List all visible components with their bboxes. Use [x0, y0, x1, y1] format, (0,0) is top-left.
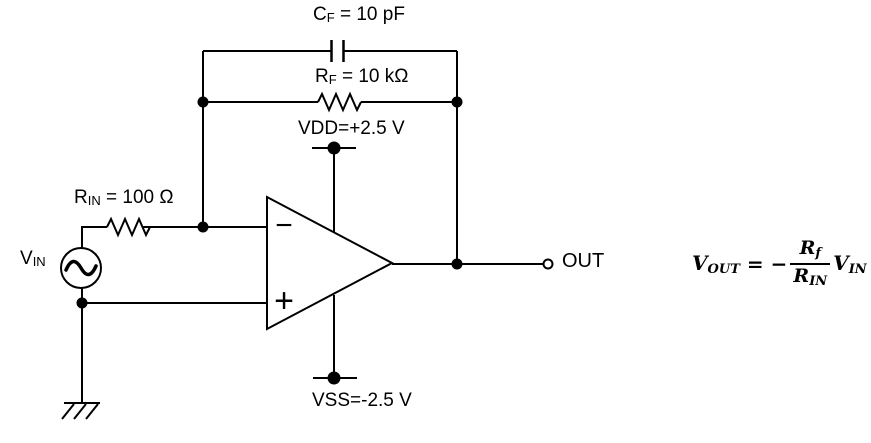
input-resistor [81, 216, 203, 248]
output-terminal-icon [542, 258, 554, 270]
opamp-noninverting-marker: + [274, 282, 294, 320]
junction-dot [451, 258, 463, 270]
ground-symbol-icon [61, 402, 100, 420]
fraction-bar [790, 262, 831, 266]
sine-wave-icon [64, 259, 98, 277]
vdd-label: VDD=+2.5 V [298, 118, 405, 139]
feedback-capacitor [203, 40, 457, 62]
rin-left-lead [81, 226, 107, 248]
negative-supply-terminal [313, 295, 357, 385]
vss-terminal-dot [327, 371, 341, 385]
cf-subscript: F [326, 10, 335, 25]
formula-rhs: VIN [833, 251, 867, 277]
rf-label: RF = 10 kΩ [315, 66, 408, 88]
gain-formula: VOUT = − Rf RIN VIN [692, 232, 867, 296]
formula-fraction: Rf RIN [790, 237, 831, 290]
out-label: OUT [562, 250, 605, 272]
rin-label: RIN = 100 Ω [74, 187, 174, 209]
rin-value: = 100 Ω [100, 187, 174, 208]
non-inverting-input-wire [81, 288, 267, 304]
positive-supply-terminal [312, 141, 356, 233]
capacitor-plates-icon [330, 40, 345, 62]
vss-label: VSS=-2.5 V [312, 390, 412, 411]
junction-dot [197, 221, 209, 233]
rf-value: = 10 kΩ [336, 66, 409, 87]
opamp: − + [266, 195, 395, 331]
input-source [60, 247, 102, 289]
vin-label: VIN [20, 248, 46, 270]
formula-lhs: VOUT [692, 251, 740, 277]
junction-dot [451, 96, 463, 108]
formula-numerator: Rf [799, 237, 821, 262]
junction-dot [197, 96, 209, 108]
rf-symbol: R [315, 66, 329, 87]
opamp-triangle-icon [266, 195, 395, 331]
cf-label: CF = 10 pF [313, 4, 405, 26]
formula-equals: = [746, 252, 764, 276]
rin-zigzag-icon [106, 216, 151, 238]
rf-zigzag-icon [317, 91, 362, 113]
vin-subscript: IN [32, 254, 46, 269]
rin-subscript: IN [87, 193, 101, 208]
feedback-resistor [203, 91, 457, 113]
rin-symbol: R [74, 187, 88, 208]
cf-symbol: C [313, 4, 327, 25]
formula-minus-sign: − [770, 252, 788, 276]
vin-symbol: V [20, 248, 33, 269]
cf-value: = 10 pF [334, 4, 405, 25]
rf-subscript: F [328, 72, 337, 87]
opamp-inverting-marker: − [275, 209, 293, 242]
junction-dot [76, 297, 88, 309]
formula-denominator: RIN [793, 265, 828, 290]
vdd-terminal-dot [327, 141, 341, 155]
